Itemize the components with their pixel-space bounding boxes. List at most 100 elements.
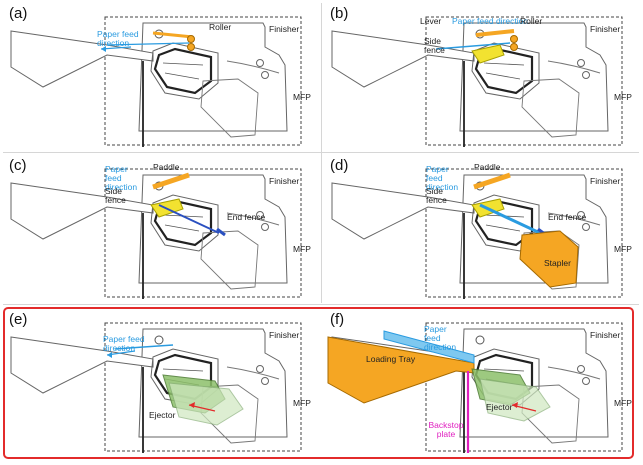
side-fence-label: Side fence <box>426 186 447 205</box>
panel-label: (c) <box>9 157 27 174</box>
side-fence-label: Side fence <box>424 36 445 55</box>
finisher-label: Finisher <box>269 330 300 340</box>
finisher-housing <box>459 174 609 284</box>
panel-c: (c) Finisher MFP Paper feed direction Padd… <box>3 155 315 303</box>
exit-roller-1 <box>256 59 264 67</box>
lower-stack <box>200 78 259 138</box>
panel-c-drawing <box>10 168 302 299</box>
paper-sheet <box>106 42 190 46</box>
guide-inner <box>153 47 213 95</box>
panel-b-drawing <box>331 16 623 147</box>
exit-roller-2 <box>261 71 269 79</box>
paper-stack <box>383 330 475 364</box>
ejector-label: Ejector <box>149 410 176 420</box>
stapler <box>519 230 579 288</box>
mfp-label: MFP <box>614 92 632 102</box>
mfp-frame <box>104 16 302 146</box>
mfp-frame <box>104 322 302 452</box>
mfp-frame <box>104 168 302 298</box>
paper-feed-label: Paper feed direction <box>424 324 457 352</box>
exit-roller-1 <box>256 365 264 373</box>
paddle-wheel <box>475 335 485 345</box>
paddle-arm <box>152 172 190 190</box>
mfp-label: MFP <box>293 244 311 254</box>
lower-stack <box>200 230 259 290</box>
side-fence <box>471 44 505 64</box>
input-tray <box>10 336 154 394</box>
exit-path <box>226 212 280 226</box>
finisher-housing <box>459 22 609 132</box>
finisher-label: Finisher <box>269 24 300 34</box>
row-divider-1 <box>3 152 639 153</box>
paper-feed-label: Paper feed direction <box>97 29 139 48</box>
side-fence-label: Side fence <box>105 186 126 205</box>
paper-feed-label: Paper feed direction <box>452 16 529 26</box>
exit-roller-1 <box>577 59 585 67</box>
paper-feed-label: Paper feed direction <box>103 334 145 353</box>
input-tray <box>331 182 475 240</box>
finisher-label: Finisher <box>590 330 621 340</box>
mfp-frame <box>425 322 623 452</box>
exit-path <box>547 212 601 226</box>
panel-label: (f) <box>330 311 345 328</box>
end-fence <box>216 227 226 237</box>
end-fence-label: End fence <box>227 212 266 222</box>
paper-sheet <box>158 204 220 234</box>
exit-roller-2 <box>582 223 590 231</box>
lever-assembly <box>475 29 518 51</box>
finisher-housing <box>138 22 288 132</box>
paddle-label: Paddle <box>153 162 180 172</box>
panel-label: (e) <box>9 311 28 328</box>
exit-path <box>226 60 280 74</box>
input-tray <box>10 182 154 240</box>
lever-label: Lever <box>420 16 442 26</box>
finisher-housing <box>138 328 288 438</box>
exit-path <box>547 366 601 380</box>
guide-outer <box>471 42 540 100</box>
mfp-frame <box>425 168 623 298</box>
ejector-label: Ejector <box>486 402 513 412</box>
backstop-label: Backstop plate <box>428 420 464 439</box>
panel-label: (d) <box>330 157 349 174</box>
lower-stack <box>521 78 580 138</box>
finisher-housing <box>459 328 609 438</box>
roller-assembly <box>152 31 195 51</box>
exit-roller-2 <box>261 223 269 231</box>
end-fence-label: End fence <box>548 212 587 222</box>
mfp-label: MFP <box>293 92 311 102</box>
exit-roller-1 <box>577 211 585 219</box>
panel-a-drawing <box>10 16 302 147</box>
paper-feed-label: Paper feed direction <box>105 164 138 192</box>
panel-label: (b) <box>330 5 349 22</box>
guide-cross <box>162 62 204 80</box>
panel-f-drawing <box>327 322 623 453</box>
loading-tray-label: Loading Tray <box>366 354 416 364</box>
stapler-label: Stapler <box>544 258 571 268</box>
mfp-label: MFP <box>614 398 632 408</box>
mfp-frame <box>425 16 623 146</box>
finisher-label: Finisher <box>269 176 300 186</box>
ejector-shadow <box>168 382 244 426</box>
paper-sheet <box>114 344 174 350</box>
guide-cross <box>483 62 525 80</box>
column-divider <box>321 3 322 303</box>
roller-label: Roller <box>520 16 543 26</box>
paddle-label: Paddle <box>474 162 501 172</box>
finisher-label: Finisher <box>590 176 621 186</box>
guide-inner <box>153 199 213 247</box>
finisher-housing <box>138 174 288 284</box>
exit-roller-2 <box>582 377 590 385</box>
guide-outer <box>150 194 219 252</box>
panel-d-drawing <box>331 168 623 299</box>
guide-outer <box>150 42 219 100</box>
exit-path <box>226 366 280 380</box>
finisher-label: Finisher <box>590 24 621 34</box>
paper-sheet <box>435 42 511 50</box>
exit-roller-2 <box>582 71 590 79</box>
exit-path <box>547 60 601 74</box>
input-tray <box>10 30 154 88</box>
exit-roller-1 <box>577 365 585 373</box>
